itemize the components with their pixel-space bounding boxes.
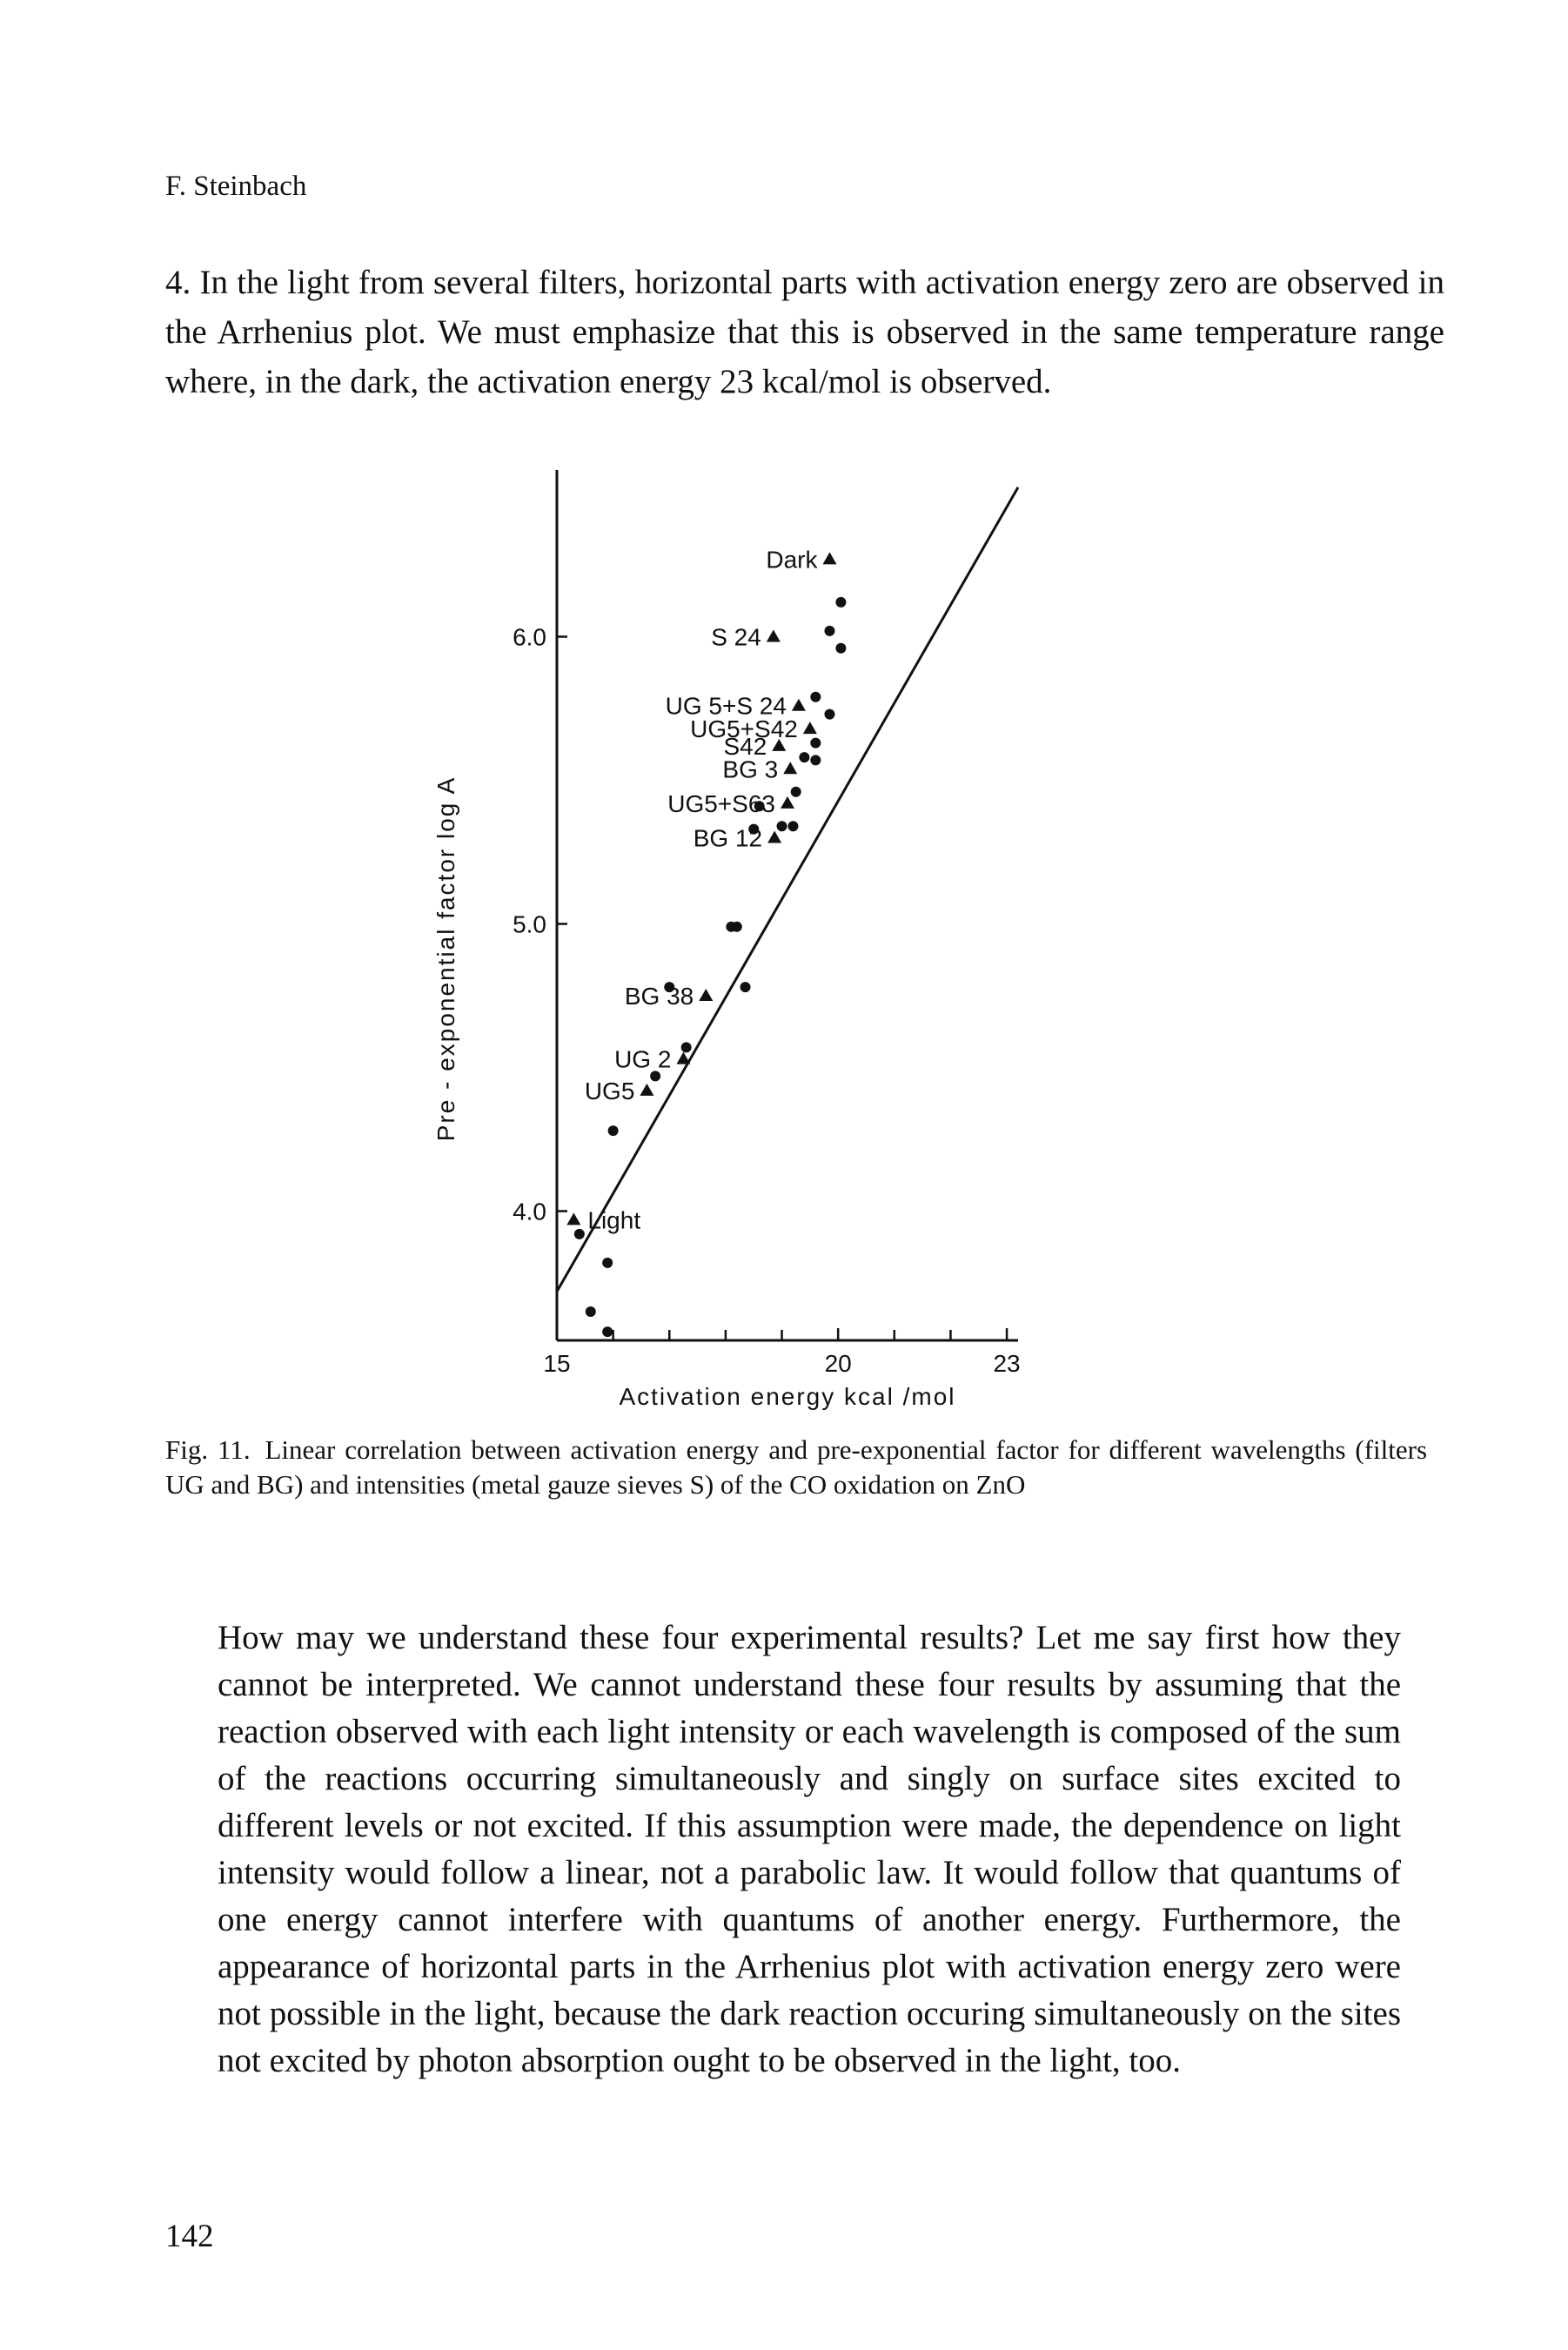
point-label: S 24	[711, 624, 761, 651]
data-point-triangle	[640, 1083, 654, 1096]
regression-line	[555, 487, 1020, 1292]
data-point-dot	[740, 982, 751, 993]
point-label: S42	[723, 733, 767, 760]
body-paragraph: How may we understand these four experim…	[218, 1619, 1401, 2079]
x-tick-label: 15	[543, 1350, 570, 1377]
point-label: Dark	[766, 546, 818, 573]
x-tick-label: 23	[993, 1350, 1020, 1377]
data-point-dot	[680, 1042, 692, 1053]
data-point-dot	[754, 801, 765, 812]
data-point-dot	[602, 1257, 613, 1268]
paragraph-point-4: 4. In the light from several filters, ho…	[165, 264, 1444, 400]
point-label: BG 12	[694, 825, 762, 852]
data-point-dot	[835, 596, 847, 608]
y-axis-title: Pre - exponential factor log A	[432, 776, 459, 1142]
data-point-triangle	[791, 698, 806, 711]
caption-label: Fig. 11.	[165, 1434, 251, 1465]
running-header-author: F. Steinbach	[165, 171, 307, 202]
data-point-dot	[607, 1125, 619, 1137]
y-tick-label: 6.0	[513, 624, 546, 651]
data-point-triangle	[802, 722, 817, 735]
data-point-dot	[748, 823, 760, 835]
data-point-dot	[664, 982, 675, 993]
point-label: BG 38	[625, 983, 694, 1010]
data-point-dot	[824, 625, 835, 636]
data-point-triangle	[781, 796, 794, 809]
data-point-triangle	[822, 552, 837, 565]
y-tick-label: 4.0	[513, 1198, 546, 1225]
data-point-dot	[835, 642, 847, 654]
data-point-dot	[810, 691, 821, 702]
data-point-triangle	[783, 762, 798, 775]
data-point-dot	[573, 1228, 585, 1239]
data-point-dot	[810, 737, 821, 749]
data-point-dot	[776, 821, 787, 832]
data-point-dot	[799, 752, 810, 763]
figure-caption: Fig. 11. Linear correlation between acti…	[165, 1433, 1427, 1502]
data-point-dot	[810, 755, 821, 766]
data-point-dot	[790, 786, 801, 797]
x-tick-label: 20	[825, 1350, 852, 1377]
point-label: UG 5+S 24	[666, 693, 787, 720]
data-point-triangle	[772, 738, 787, 751]
data-point-triangle	[566, 1212, 581, 1225]
data-point-triangle	[699, 989, 714, 1001]
data-point-dot	[787, 821, 799, 832]
data-point-triangle	[676, 1051, 691, 1064]
data-point-dot	[602, 1326, 613, 1338]
point-label: Light	[587, 1206, 640, 1233]
point-label: BG 3	[722, 755, 778, 782]
y-tick-label: 5.0	[513, 911, 546, 938]
page-number: 142	[165, 2219, 214, 2254]
point-label: UG5+S63	[667, 790, 775, 817]
x-axis-title: Activation energy kcal /mol	[619, 1383, 955, 1410]
data-point-triangle	[767, 830, 782, 843]
point-label: UG5+S42	[690, 715, 798, 742]
point-label: UG 2	[614, 1046, 671, 1073]
data-point-dot	[731, 921, 742, 932]
data-point-dot	[650, 1071, 661, 1082]
point-label: UG5	[585, 1078, 635, 1104]
data-point-triangle	[766, 629, 781, 642]
data-point-dot	[824, 708, 835, 720]
caption-text: Linear correlation between activation en…	[165, 1434, 1428, 1500]
data-point-dot	[585, 1306, 596, 1317]
